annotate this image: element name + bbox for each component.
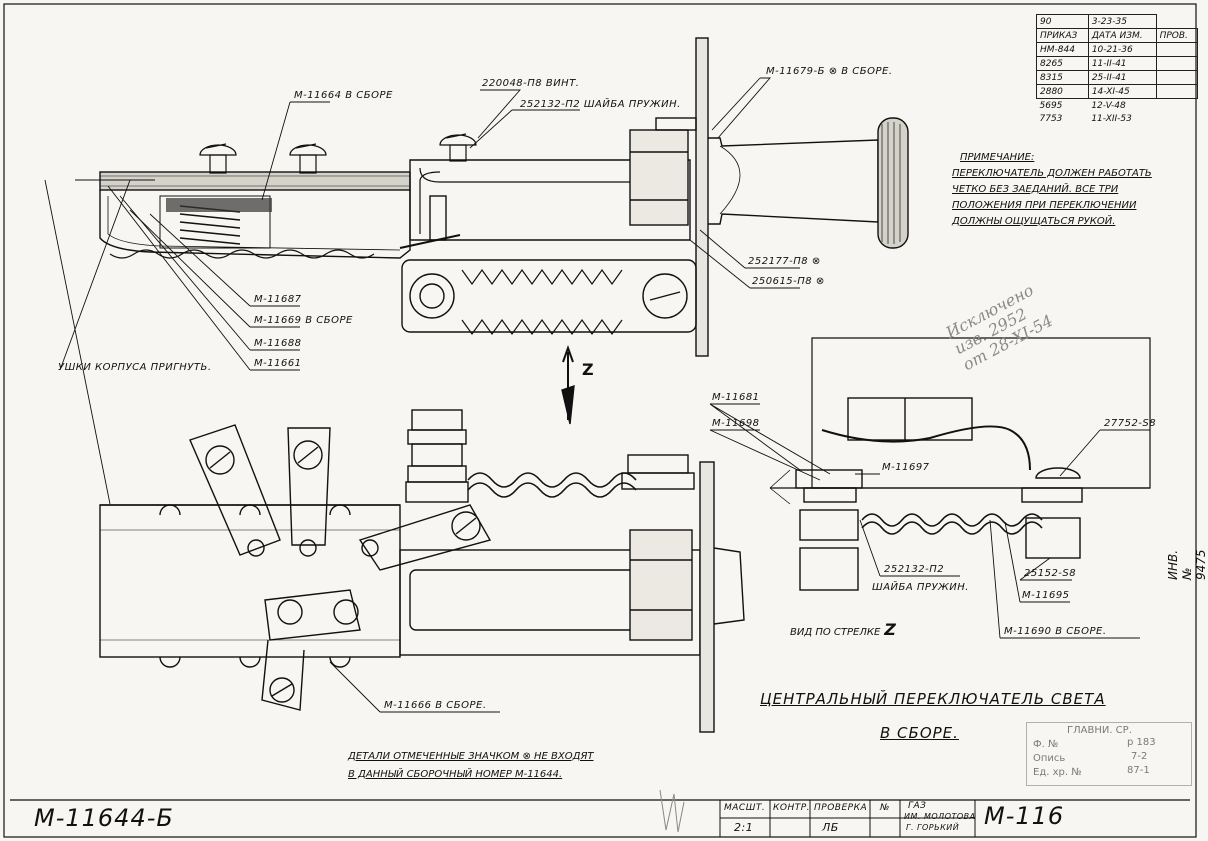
rev-row-order: 8315: [1036, 70, 1089, 85]
callout-252132-top: 252132-П2 ШАЙБА ПРУЖИН.: [520, 99, 681, 110]
archive-stamp: ГЛАВНИ. СР. Ф. № р 183 Опись 7-2 Ед. хр.…: [1026, 722, 1192, 786]
stamp-value: 7-2: [1131, 751, 1148, 762]
rev-row-date: 25-II-41: [1087, 70, 1157, 85]
callout-m11695: М-11695: [1022, 590, 1070, 601]
drawing-number-left: М-11644-Б: [34, 804, 174, 832]
rev-row-order: 7753: [1039, 113, 1063, 124]
stamp-line: Ф. №: [1033, 739, 1059, 750]
callout-shayba: ШАЙБА ПРУЖИН.: [872, 582, 969, 593]
callout-m11681: М-11681: [712, 392, 760, 403]
footer-scale-label: МАСШТ.: [724, 803, 766, 813]
rev-row-date: 14-XI-45: [1087, 84, 1157, 99]
rev-header-date: ДАТА ИЗМ.: [1087, 28, 1157, 43]
callout-m11669: М-11669 В СБОРЕ: [254, 315, 353, 326]
rev-row-date: 10-21-36: [1087, 42, 1157, 57]
stamp-value: р 183: [1127, 737, 1156, 748]
footnote-line: ДЕТАЛИ ОТМЕЧЕННЫЕ ЗНАЧКОМ ⊗ НЕ ВХОДЯТ: [348, 751, 594, 762]
footnote-line: В ДАННЫЙ СБОРОЧНЫЙ НОМЕР М-11644.: [348, 769, 563, 780]
footer-check-label: ПРОВЕРКА: [814, 803, 868, 813]
footnote: ДЕТАЛИ ОТМЕЧЕННЫЕ ЗНАЧКОМ ⊗ НЕ ВХОДЯТ В …: [348, 748, 594, 784]
rev-header-check: ПРОВ.: [1155, 28, 1199, 43]
rev-row-date: 11-XII-53: [1091, 113, 1132, 124]
rev-row-date: 11-II-41: [1087, 56, 1157, 71]
note-line: ДОЛЖНЫ ОЩУЩАТЬСЯ РУКОЙ.: [952, 216, 1116, 227]
callout-220048: 220048-П8 ВИНТ.: [482, 78, 580, 89]
callout-m11661: М-11661: [254, 358, 302, 369]
callout-252177: 252177-П8 ⊗: [748, 256, 821, 267]
drawing-title: ЦЕНТРАЛЬНЫЙ ПЕРЕКЛЮЧАТЕЛЬ СВЕТА: [760, 690, 1106, 708]
view-arrow-letter: Z: [582, 360, 594, 379]
section-view: [99, 37, 909, 357]
drawing-number-right: М-116: [984, 802, 1065, 830]
stamp-line: Ед. хр. №: [1033, 767, 1082, 778]
note-block: ПРИМЕЧАНИЕ: ПЕРЕКЛЮЧАТЕЛЬ ДОЛЖЕН РАБОТАТ…: [952, 150, 1162, 230]
rev-top-1: 90: [1036, 14, 1089, 29]
inventory-number: ИНВ. № 9475: [1166, 549, 1208, 580]
rev-header-order: ПРИКАЗ: [1036, 28, 1089, 43]
stamp-line: Опись: [1033, 753, 1066, 764]
callout-m11688: М-11688: [254, 338, 302, 349]
view-label-letter: Z: [884, 620, 896, 639]
footer-number-label: №: [880, 803, 890, 813]
footer-factory-line: Г. ГОРЬКИЙ: [906, 823, 960, 832]
revision-table: 90 3-23-35 ПРИКАЗ ДАТА ИЗМ. ПРОВ. НМ-844…: [1036, 14, 1199, 125]
callout-m11664: М-11664 В СБОРЕ: [294, 90, 393, 101]
stamp-value: 87-1: [1127, 765, 1150, 776]
rev-row-order: 5695: [1039, 100, 1063, 111]
callout-250615: 250615-П8 ⊗: [752, 276, 825, 287]
callout-m11698: М-11698: [712, 418, 760, 429]
note-line: ЧЕТКО БЕЗ ЗАЕДАНИЙ. ВСЕ ТРИ: [952, 184, 1119, 195]
callout-m11679: М-11679-Б ⊗ В СБОРЕ.: [766, 66, 893, 77]
drawing-subtitle: В СБОРЕ.: [880, 724, 959, 742]
rev-top-2: 3-23-35: [1087, 14, 1157, 29]
note-heading: ПРИМЕЧАНИЕ:: [960, 152, 1035, 163]
plan-view: [99, 409, 745, 733]
callout-m11690: М-11690 В СБОРЕ.: [1004, 626, 1107, 637]
note-line: ПОЛОЖЕНИЯ ПРИ ПЕРЕКЛЮЧЕНИИ: [952, 200, 1137, 211]
rev-row-order: 8265: [1036, 56, 1089, 71]
callout-ushki: УШКИ КОРПУСА ПРИГНУТЬ.: [58, 362, 212, 373]
footer-factory-line: ГАЗ: [908, 801, 927, 811]
footer-scale-value: 2:1: [734, 821, 754, 834]
footer-factory-line: ИМ. МОЛОТОВА: [904, 812, 976, 821]
stamp-line: ГЛАВНИ. СР.: [1067, 725, 1132, 736]
callout-27752: 27752-S8: [1104, 418, 1157, 429]
callout-m11666: М-11666 В СБОРЕ.: [384, 700, 487, 711]
note-line: ПЕРЕКЛЮЧАТЕЛЬ ДОЛЖЕН РАБОТАТЬ: [952, 168, 1152, 179]
rev-row-order: 2880: [1036, 84, 1089, 99]
callout-25152: 25152-S8: [1024, 568, 1077, 579]
rev-row-order: НМ-844: [1036, 42, 1089, 57]
footer-check-value: ЛБ: [822, 821, 839, 834]
footer-control-label: КОНТР.: [773, 803, 811, 813]
view-z: [769, 337, 1151, 591]
rev-row-date: 12-V-48: [1091, 100, 1126, 111]
callout-m11697: М-11697: [882, 462, 930, 473]
view-label-text: ВИД ПО СТРЕЛКЕ: [790, 627, 881, 638]
callout-252132-bottom: 252132-П2: [884, 564, 945, 575]
callout-m11687: М-11687: [254, 294, 302, 305]
